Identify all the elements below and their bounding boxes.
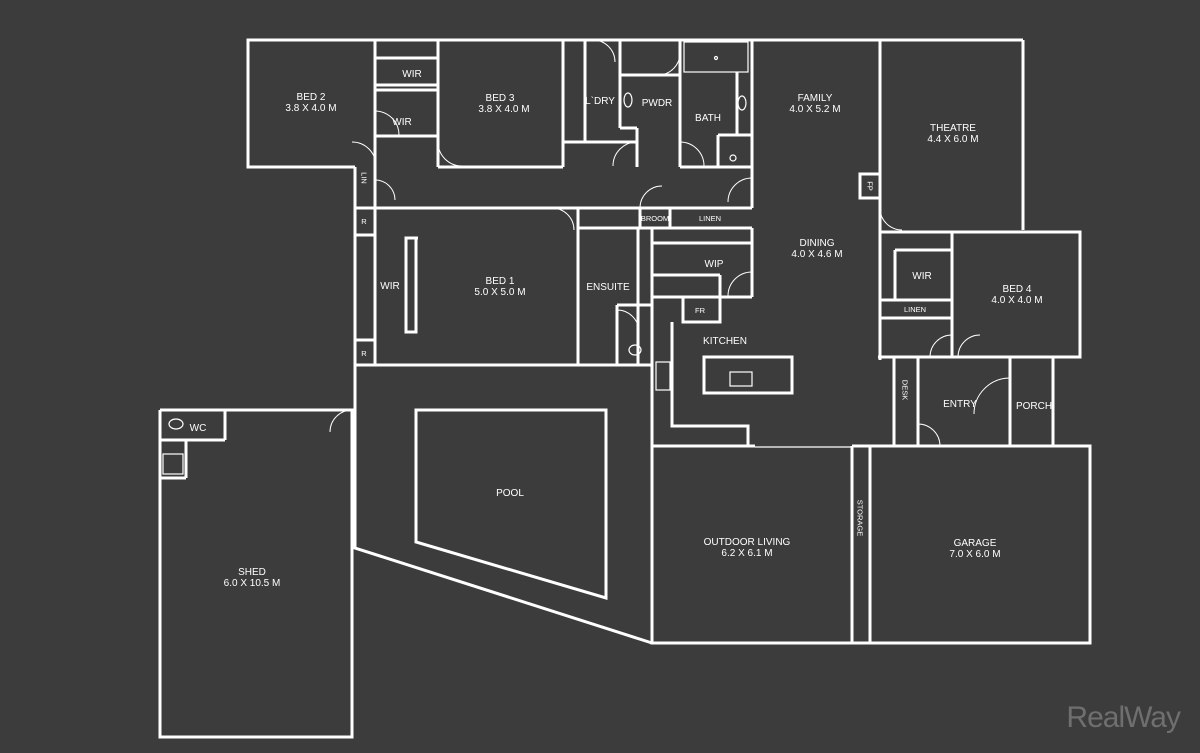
laundry-label: L`DRY bbox=[585, 95, 615, 107]
toilet-icon bbox=[623, 92, 633, 108]
family-size: 4.0 X 5.2 M bbox=[789, 104, 840, 115]
wir-label: WIR bbox=[392, 117, 411, 128]
garage-label: GARAGE bbox=[954, 538, 997, 549]
stovetop-icon bbox=[655, 361, 671, 391]
pool-label: POOL bbox=[496, 488, 524, 499]
robe-label: R bbox=[361, 217, 367, 226]
wir-label: WIR bbox=[402, 69, 421, 80]
robe-label: R bbox=[361, 349, 367, 358]
dining-size: 4.0 X 4.6 M bbox=[791, 249, 842, 260]
outdoor-living-size: 6.2 X 6.1 M bbox=[721, 548, 772, 559]
bed2-size: 3.8 X 4.0 M bbox=[285, 103, 336, 114]
toilet-icon bbox=[628, 344, 642, 356]
desk-label: DESK bbox=[901, 380, 910, 400]
sink-icon bbox=[729, 154, 737, 162]
powder-room-label: PWDR bbox=[642, 98, 673, 109]
toilet-icon bbox=[737, 95, 747, 111]
wir-bed4-label: WIR bbox=[912, 271, 931, 282]
fireplace-label: FP bbox=[866, 181, 875, 191]
storage-label: STORAGE bbox=[856, 500, 865, 537]
wc-label: WC bbox=[190, 423, 207, 434]
dining-label: DINING bbox=[800, 238, 835, 249]
bed3-label: BED 3 bbox=[486, 93, 515, 104]
kitchen-label: KITCHEN bbox=[703, 336, 747, 347]
linen-label: LINEN bbox=[904, 305, 926, 314]
brand-logo: RealWay bbox=[1066, 701, 1181, 734]
theatre-label: THEATRE bbox=[930, 123, 976, 134]
garage-size: 7.0 X 6.0 M bbox=[949, 549, 1000, 560]
linen-closet-label: LIN bbox=[360, 172, 369, 184]
linen-label: LINEN bbox=[699, 214, 721, 223]
outdoor-living-label: OUTDOOR LIVING bbox=[704, 537, 791, 548]
shower-icon bbox=[162, 453, 184, 475]
door-swings bbox=[329, 39, 1011, 447]
wip-label: WIP bbox=[705, 259, 724, 270]
bed3-size: 3.8 X 4.0 M bbox=[478, 104, 529, 115]
fridge-label: FR bbox=[695, 306, 706, 315]
shed-size: 6.0 X 10.5 M bbox=[224, 578, 281, 589]
shed-label: SHED bbox=[238, 567, 266, 578]
theatre-size: 4.4 X 6.0 M bbox=[927, 134, 978, 145]
ensuite-label: ENSUITE bbox=[586, 282, 630, 293]
bed4-label: BED 4 bbox=[1003, 284, 1032, 295]
bed1-size: 5.0 X 5.0 M bbox=[474, 287, 525, 298]
walls bbox=[158, 38, 1092, 739]
family-label: FAMILY bbox=[798, 93, 833, 104]
sink-icon bbox=[729, 371, 753, 387]
bath-label: BATH bbox=[695, 113, 721, 124]
drain-icon bbox=[713, 55, 719, 61]
wir-master-label: WIR bbox=[380, 281, 399, 292]
toilet-icon bbox=[168, 418, 184, 430]
entry-label: ENTRY bbox=[943, 399, 977, 410]
bed1-label: BED 1 bbox=[486, 276, 515, 287]
fixtures bbox=[162, 55, 753, 475]
broom-label: BROOM bbox=[641, 214, 669, 223]
room-labels: BED 2 3.8 X 4.0 M WIR WIR BED 3 3.8 X 4.… bbox=[190, 69, 1052, 589]
porch-label: PORCH bbox=[1016, 401, 1052, 412]
bed4-size: 4.0 X 4.0 M bbox=[991, 295, 1042, 306]
bed2-label: BED 2 bbox=[297, 92, 326, 103]
